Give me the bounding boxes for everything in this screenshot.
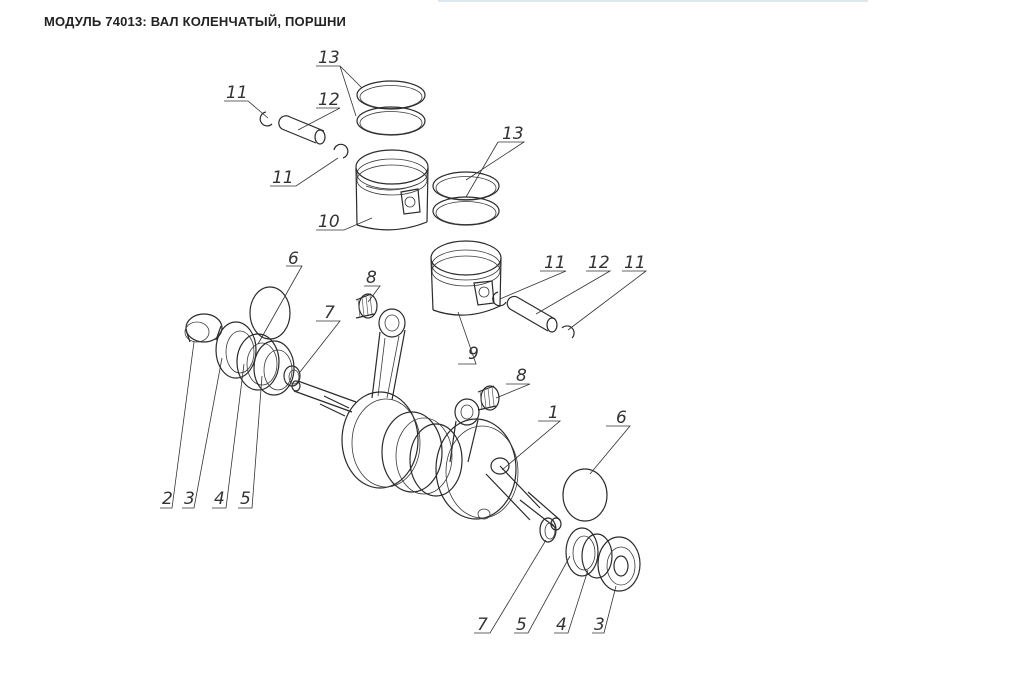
needle-bearing-upper [355,293,378,319]
circlip-lower-left [492,291,507,307]
callout-10: 10 [318,212,340,232]
crankshaft [291,380,562,531]
connecting-rod-lower [449,398,480,463]
needle-bearing-lower [477,385,500,411]
callout-6-right: 6 [616,408,627,428]
callout-labels: 13 11 12 11 10 13 6 8 7 11 12 11 9 8 1 6… [162,48,646,635]
piston-lower [430,240,502,316]
callout-5-left: 5 [240,489,251,509]
piston-upper [355,149,429,231]
callout-12-upper: 12 [318,90,340,110]
callout-11-lower-right: 11 [624,253,646,273]
callout-13-lower: 13 [502,124,524,144]
callout-7-right: 7 [477,615,488,635]
callout-6-left: 6 [288,249,299,269]
piston-pin-lower [506,295,558,333]
piston-pin-upper [278,115,326,145]
spacer-right [539,517,557,543]
callout-13-upper: 13 [318,48,340,68]
page-title: МОДУЛЬ 74013: ВАЛ КОЛЕНЧАТЫЙ, ПОРШНИ [44,14,347,29]
seal-left [215,321,257,379]
callout-8-lower: 8 [516,366,527,386]
leader-lines [160,65,648,634]
bearing-right [565,527,613,579]
piston-rings-upper [356,80,426,136]
callout-5-right: 5 [516,615,527,635]
callout-9: 9 [468,344,479,364]
circlip-upper-right [333,143,349,159]
connecting-rod-upper [371,308,406,401]
callout-3-left: 3 [184,489,195,509]
bearing-left [236,333,295,396]
sleeve-part-2 [184,313,223,343]
callout-11-upper-left: 11 [226,83,248,103]
callout-11-lower-left: 11 [544,253,566,273]
circlip-lower-right [561,325,575,339]
callout-7-left: 7 [324,303,335,323]
o-ring-right [562,468,608,522]
callout-12-lower: 12 [588,253,610,273]
top-border-line [438,0,868,2]
callout-4-right: 4 [556,615,567,635]
callout-3-right: 3 [594,615,605,635]
spacer-left [283,365,301,387]
callout-4-left: 4 [214,489,225,509]
o-ring-left [249,286,291,340]
callout-1: 1 [548,403,559,423]
callout-2: 2 [162,489,173,509]
callout-11-upper-right: 11 [272,168,294,188]
seal-right [597,536,641,592]
circlip-upper-left [259,111,273,127]
callout-8-upper: 8 [366,268,377,288]
